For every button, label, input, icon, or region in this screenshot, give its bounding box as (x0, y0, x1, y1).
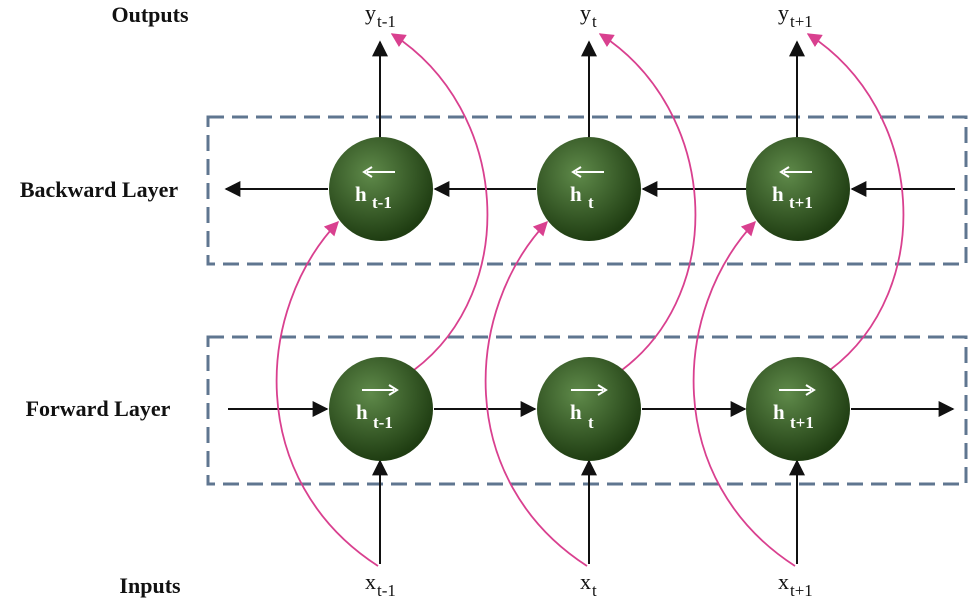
output-label-t: y t (580, 0, 597, 31)
backward-node-t-1: h t-1 (329, 137, 433, 241)
skip-arrow-forward-t-to-output (598, 33, 697, 371)
outputs-label: Outputs (111, 2, 188, 27)
input-subscript: t+1 (790, 581, 813, 600)
hidden-symbol: h (773, 400, 785, 424)
forward-layer-box (206, 335, 968, 486)
input-label-t1: x t+1 (778, 569, 813, 600)
hidden-symbol: h (570, 182, 582, 206)
skip-arrow-forward-t-1-to-output (390, 33, 489, 371)
input-symbol: x (580, 569, 591, 594)
output-subscript: t (592, 12, 597, 31)
backward-layer-box (206, 115, 968, 266)
forward-node-t-1: h t-1 (329, 357, 433, 461)
input-subscript: t-1 (377, 581, 396, 600)
hidden-subscript: t-1 (372, 193, 392, 212)
hidden-symbol: h (570, 400, 582, 424)
skip-arrow-input-to-backward-t1 (692, 220, 796, 567)
output-label-t1: y t+1 (778, 0, 813, 31)
hidden-subscript: t+1 (789, 193, 813, 212)
input-label-t: x t (580, 569, 597, 600)
hidden-subscript: t (588, 413, 594, 432)
forward-node-t1: h t+1 (746, 357, 850, 461)
skip-arrow-input-to-backward-t (484, 220, 588, 567)
skip-arrow-forward-t1-to-output (806, 33, 905, 371)
output-symbol: y (365, 0, 376, 25)
output-label-t-1: y t-1 (365, 0, 396, 31)
hidden-symbol: h (772, 182, 784, 206)
hidden-symbol: h (356, 400, 368, 424)
output-subscript: t-1 (377, 12, 396, 31)
skip-arrow-input-to-backward-t-1 (275, 220, 379, 567)
input-symbol: x (778, 569, 789, 594)
forward-layer-label: Forward Layer (26, 396, 171, 421)
output-subscript: t+1 (790, 12, 813, 31)
hidden-symbol: h (355, 182, 367, 206)
hidden-subscript: t+1 (790, 413, 814, 432)
output-symbol: y (778, 0, 789, 25)
backward-node-t: h t (537, 137, 641, 241)
inputs-label: Inputs (119, 573, 181, 598)
input-symbol: x (365, 569, 376, 594)
input-subscript: t (592, 581, 597, 600)
output-symbol: y (580, 0, 591, 25)
hidden-subscript: t (588, 193, 594, 212)
hidden-subscript: t-1 (373, 413, 393, 432)
input-label-t-1: x t-1 (365, 569, 396, 600)
backward-layer-label: Backward Layer (20, 177, 179, 202)
forward-node-t: h t (537, 357, 641, 461)
backward-node-t1: h t+1 (746, 137, 850, 241)
